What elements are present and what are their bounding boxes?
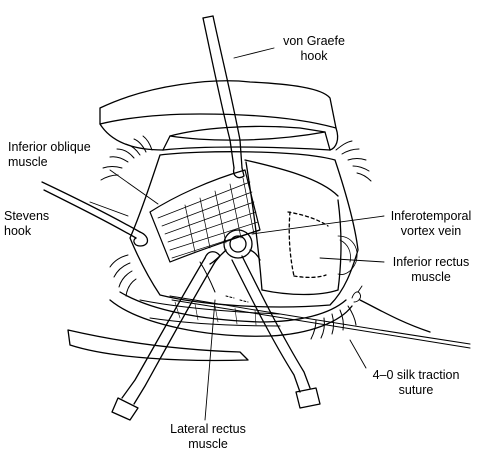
leader-lines xyxy=(89,47,385,421)
lower-eyelid xyxy=(67,291,431,362)
globe xyxy=(129,151,359,308)
upper-lashes xyxy=(100,135,372,182)
label-line: Inferotemporal xyxy=(390,209,472,223)
left-retractor-shape xyxy=(111,251,221,421)
label-lateral-rectus-muscle: Lateral rectus muscle xyxy=(158,422,258,452)
label-line: muscle xyxy=(411,270,451,284)
von-graefe-hook-shape xyxy=(202,15,245,179)
artist-signature xyxy=(351,285,363,303)
inferior-oblique-muscle-shape xyxy=(149,169,261,263)
stevens-hook-shape xyxy=(41,181,149,247)
label-line: Inferior oblique xyxy=(8,140,91,154)
label-line: Lateral rectus xyxy=(170,422,246,436)
label-line: hook xyxy=(4,224,32,238)
label-line: hook xyxy=(300,49,328,63)
label-line: muscle xyxy=(188,437,228,451)
lower-lashes xyxy=(109,254,357,340)
label-line: vortex vein xyxy=(400,224,462,238)
upper-eyelid xyxy=(99,80,339,151)
label-line: suture xyxy=(398,383,434,397)
right-hook-shape xyxy=(209,229,321,409)
label-inferior-rectus-muscle: Inferior rectus muscle xyxy=(384,255,478,285)
label-stevens-hook: Stevens hook xyxy=(4,209,49,239)
label-line: Inferior rectus xyxy=(392,255,470,269)
label-line: Stevens xyxy=(4,209,50,223)
label-inferotemporal-vortex-vein: Inferotemporal vortex vein xyxy=(384,209,478,239)
label-line: von Graefe xyxy=(283,34,345,48)
label-line: muscle xyxy=(8,155,48,169)
label-von-graefe-hook: von Graefe hook xyxy=(270,34,358,64)
label-inferior-oblique-muscle: Inferior oblique muscle xyxy=(8,140,91,170)
label-line: 4–0 silk traction xyxy=(372,368,460,382)
label-silk-traction-suture: 4–0 silk traction suture xyxy=(360,368,472,398)
silk-traction-suture-shape xyxy=(169,261,471,349)
